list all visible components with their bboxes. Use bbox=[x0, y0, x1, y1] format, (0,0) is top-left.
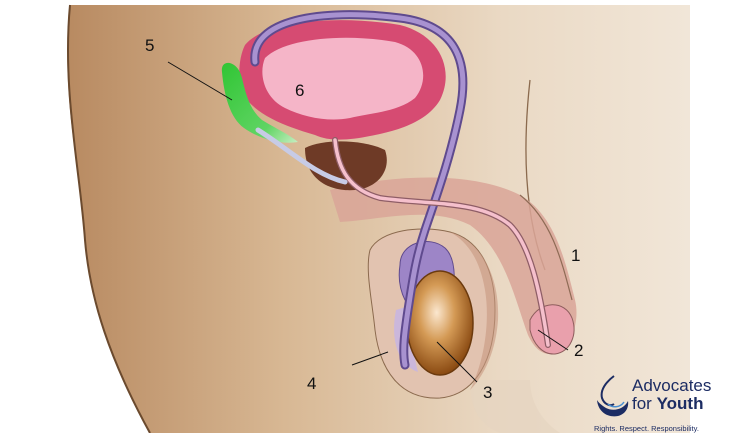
label-2: 2 bbox=[574, 342, 583, 359]
advocates-for-youth-logo: Advocates for Youth Rights. Respect. Res… bbox=[592, 374, 731, 433]
label-4: 4 bbox=[307, 375, 316, 392]
logo-line-2: for Youth bbox=[632, 394, 703, 414]
label-6: 6 bbox=[295, 82, 304, 99]
logo-tagline: Rights. Respect. Responsibility. bbox=[594, 424, 699, 433]
label-5: 5 bbox=[145, 37, 154, 54]
logo-line-1: Advocates bbox=[632, 376, 711, 396]
testis bbox=[407, 271, 473, 375]
label-1: 1 bbox=[571, 247, 580, 264]
logo-line-2-prefix: for bbox=[632, 394, 657, 413]
logo-mark-icon bbox=[594, 374, 630, 420]
label-3: 3 bbox=[483, 384, 492, 401]
logo-line-2-bold: Youth bbox=[657, 394, 704, 413]
